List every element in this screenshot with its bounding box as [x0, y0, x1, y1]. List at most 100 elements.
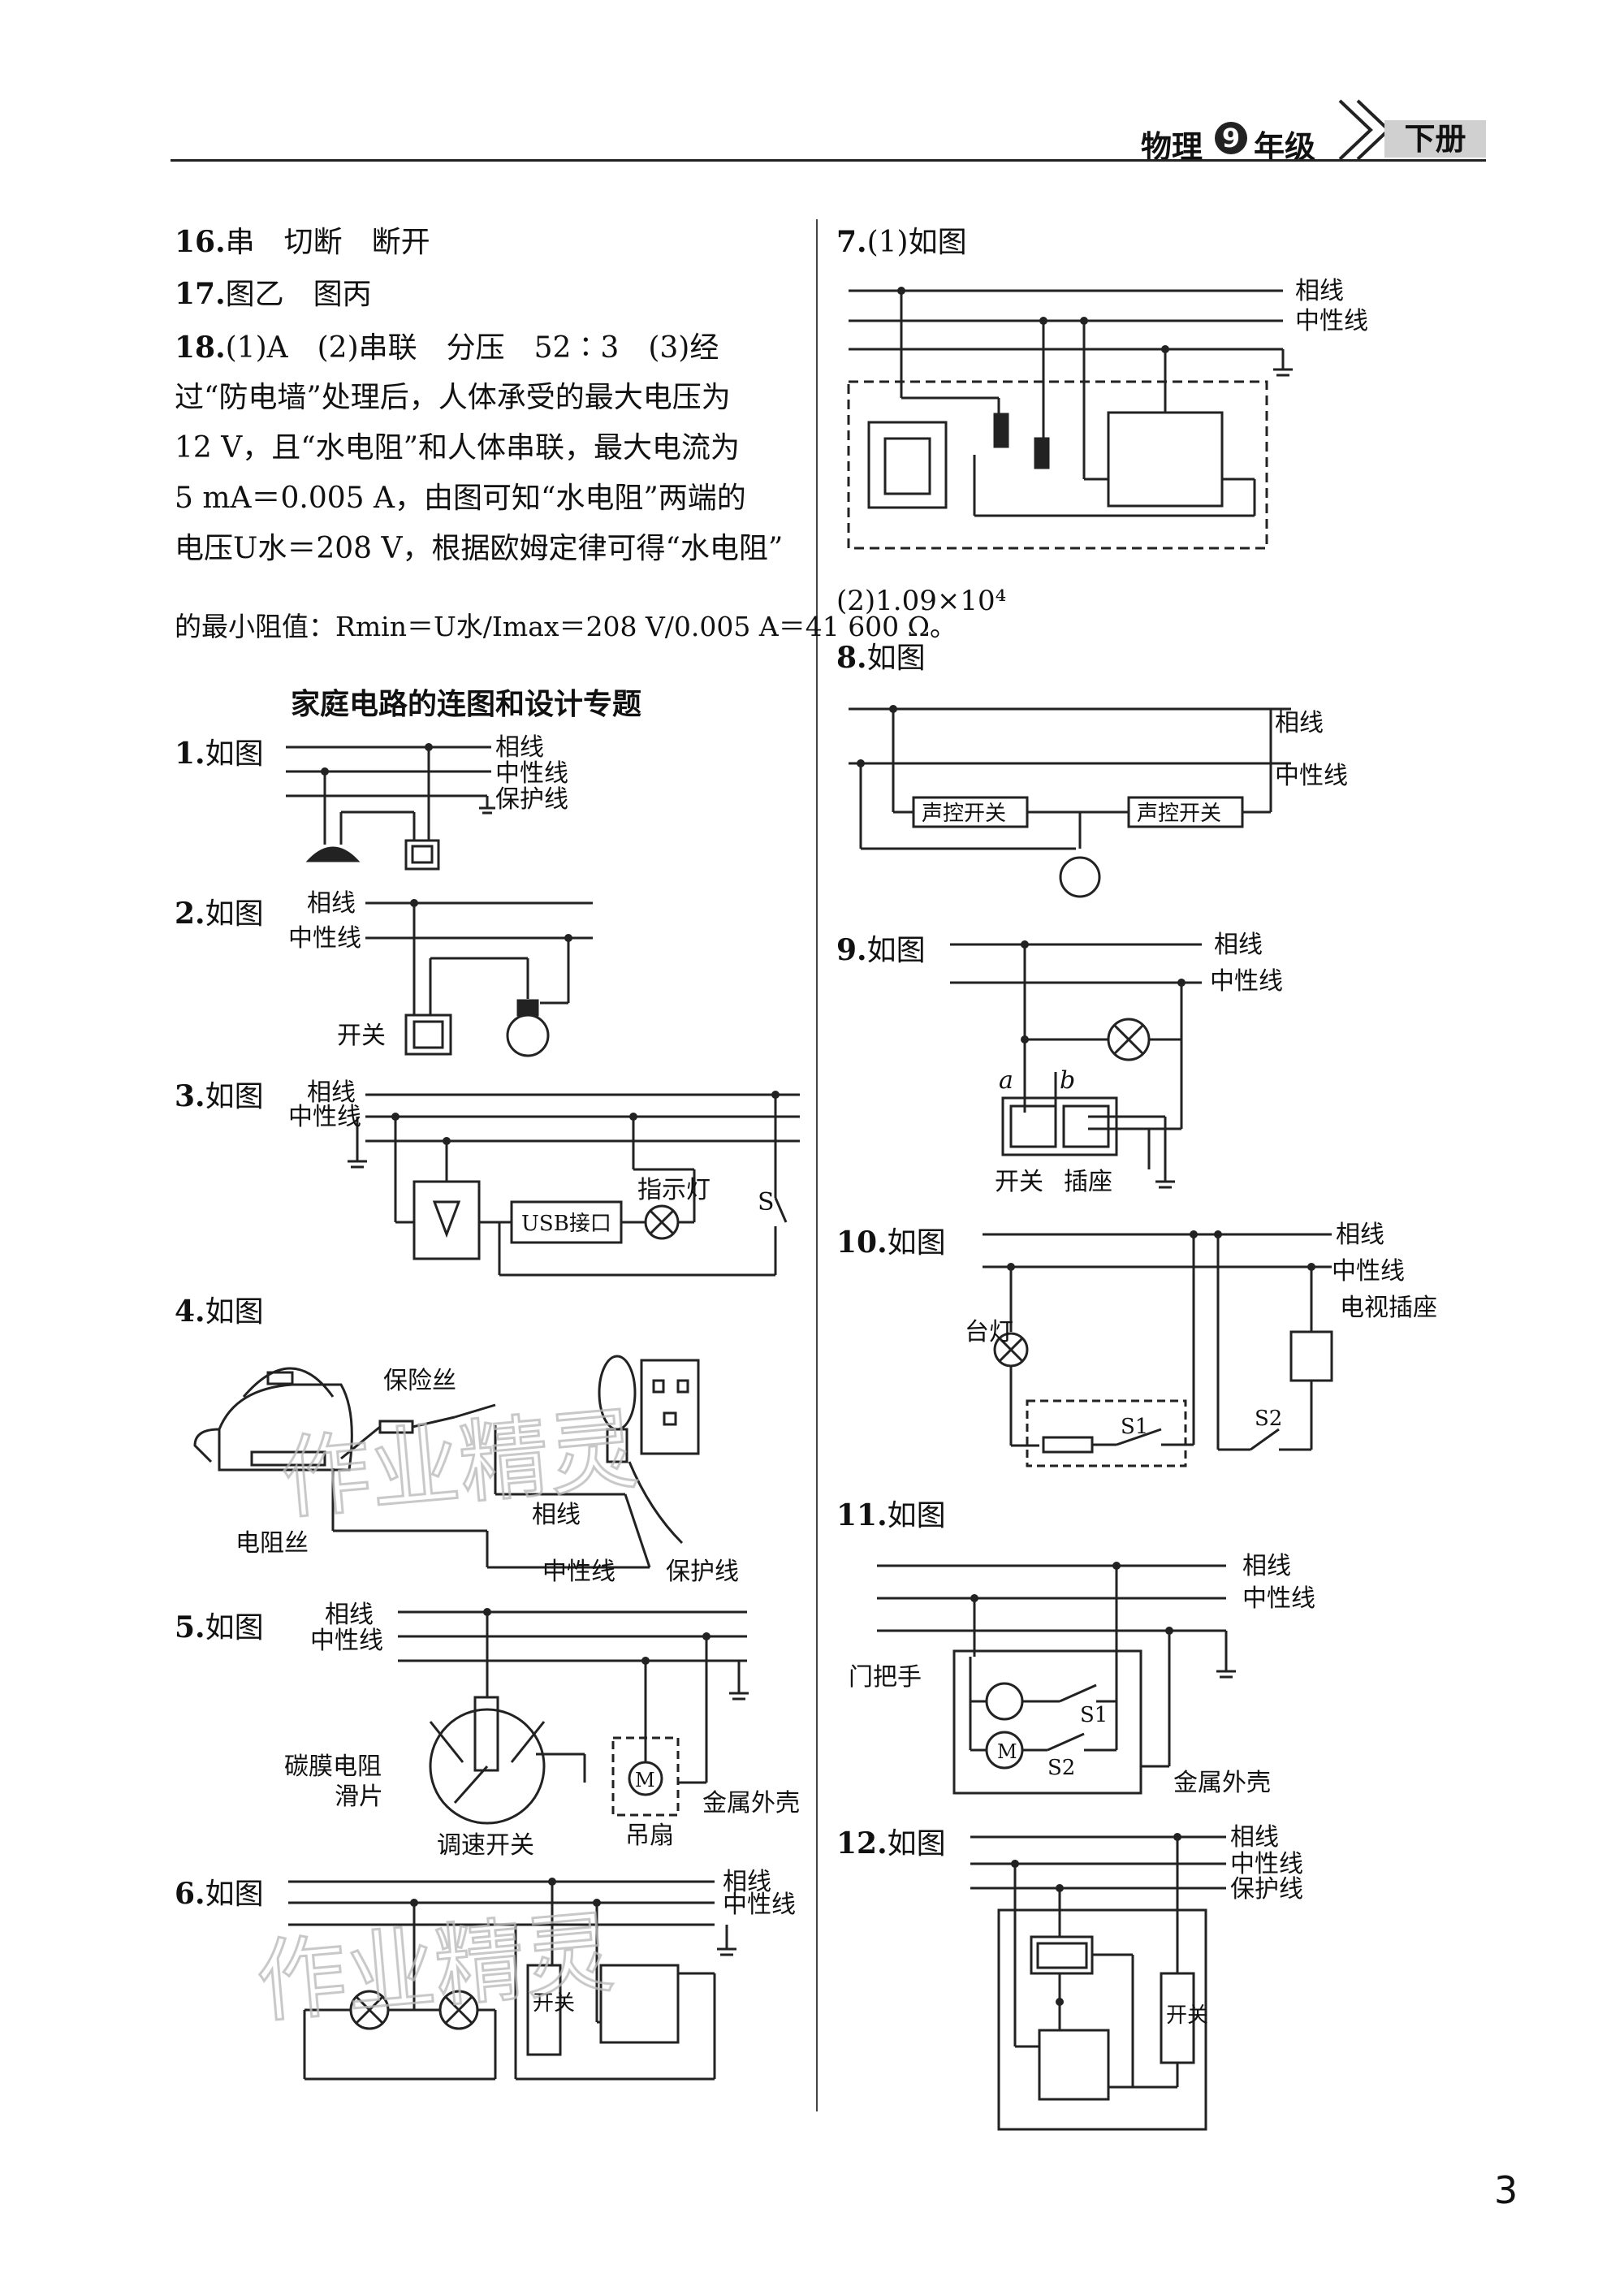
label-switch: 开关	[995, 1168, 1043, 1196]
item-text: 如图	[205, 1611, 264, 1645]
item-number: 3.	[175, 1079, 205, 1113]
label-carbon: 碳膜电阻	[284, 1753, 382, 1781]
label-neutral: 中性线	[1210, 967, 1283, 996]
label-slider: 滑片	[335, 1783, 383, 1811]
diagram-8	[849, 707, 1291, 898]
header-rule	[171, 159, 1486, 162]
label-indicator: 指示灯	[637, 1176, 710, 1204]
item-text: 如图	[205, 1080, 264, 1113]
item-9: 9.如图	[836, 934, 926, 967]
label-tv-socket: 电视插座	[1340, 1294, 1437, 1322]
diagram-7	[847, 289, 1293, 550]
diagram-11	[877, 1564, 1236, 1795]
answer-18-line5: 电压U水＝208 V，根据欧姆定律可得“水电阻”	[175, 532, 784, 565]
label-desk-lamp: 台灯	[965, 1318, 1013, 1346]
item-number: 8.	[836, 641, 867, 675]
label-live: 相线	[325, 1601, 374, 1629]
diagram-12	[970, 1835, 1226, 2131]
label-speed-switch: 调速开关	[437, 1831, 534, 1860]
item-5: 5.如图	[175, 1611, 264, 1645]
label-ground: 保护线	[495, 785, 568, 814]
label-neutral: 中性线	[1242, 1584, 1315, 1613]
answer-text: (1)A (2)串联 分压 52∶3 (3)经	[225, 331, 719, 365]
watermark: 作业精灵	[277, 1397, 641, 1532]
answer-18-line6: 的最小阻值：Rmin＝U水/Imax＝208 V/0.005 A＝41 600 …	[175, 611, 957, 642]
label-live: 相线	[307, 889, 356, 918]
item-10: 10.如图	[836, 1226, 946, 1260]
label-neutral: 中性线	[288, 924, 361, 953]
diagram-10	[983, 1233, 1333, 1467]
label-voice-switch: 声控开关	[922, 802, 1006, 826]
item-number: 11.	[836, 1498, 888, 1532]
answer-18-line3: 12 V，且“水电阻”和人体串联，最大电流为	[175, 431, 741, 465]
item-number: 4.	[175, 1294, 205, 1329]
item-text: 如图	[205, 1878, 264, 1911]
answer-16: 16.串 切断 断开	[175, 226, 430, 259]
item-number: 1.	[175, 737, 205, 771]
label-metal-case: 金属外壳	[1173, 1769, 1271, 1797]
label-neutral: 中性线	[310, 1627, 383, 1655]
label-neutral: 中性线	[1275, 762, 1348, 790]
label-fan: 吊扇	[625, 1822, 674, 1850]
label-neutral: 中性线	[723, 1891, 796, 1919]
diagram-1	[286, 746, 495, 871]
header-volume: 下册	[1384, 120, 1486, 158]
item-4: 4.如图	[175, 1295, 264, 1329]
diagram-2	[365, 901, 593, 1057]
diagram-6	[288, 1880, 736, 2081]
label-live: 相线	[1275, 709, 1324, 737]
label-live: 相线	[1230, 1823, 1279, 1852]
item-number: 12.	[836, 1826, 888, 1861]
label-fuse: 保险丝	[383, 1367, 456, 1395]
label-s: S	[758, 1188, 775, 1217]
item-11: 11.如图	[836, 1499, 946, 1532]
label-metal-case: 金属外壳	[702, 1789, 800, 1817]
answer-text: 串 切断 断开	[225, 226, 430, 259]
label-socket: 插座	[1064, 1168, 1112, 1196]
label-s1: S1	[1121, 1415, 1148, 1439]
item-text: 如图	[887, 1499, 946, 1532]
label-neutral: 中性线	[288, 1103, 361, 1131]
item-text: (1)如图	[866, 226, 967, 259]
label-m: M	[997, 1740, 1017, 1763]
answer-18-line1: 18.(1)A (2)串联 分压 52∶3 (3)经	[175, 331, 719, 365]
label-s2: S2	[1255, 1407, 1282, 1431]
item-text: 如图	[205, 897, 264, 931]
answer-number: 17.	[175, 277, 226, 311]
label-live: 相线	[1214, 931, 1263, 959]
item-number: 10.	[836, 1225, 888, 1260]
label-neutral: 中性线	[542, 1558, 615, 1586]
item-text: 如图	[866, 934, 926, 967]
answer-number: 18.	[175, 331, 226, 365]
label-live: 相线	[1295, 277, 1344, 305]
item-number: 9.	[836, 933, 867, 967]
label-live: 相线	[723, 1868, 771, 1896]
item-text: 如图	[205, 1295, 264, 1329]
diagram-3	[348, 1093, 800, 1277]
label-live: 相线	[1242, 1552, 1291, 1580]
item-number: 6.	[175, 1877, 205, 1911]
answer-17: 17.图乙 图丙	[175, 278, 372, 311]
label-heater: 电阻丝	[235, 1529, 309, 1558]
header-subject: 物理	[1141, 129, 1203, 165]
answer-7-2: (2)1.09×10⁴	[836, 585, 1007, 617]
label-live: 相线	[307, 1078, 356, 1107]
answer-number: 16.	[175, 225, 226, 259]
label-a: a	[999, 1066, 1013, 1095]
label-live: 相线	[495, 733, 544, 762]
item-number: 7.	[836, 225, 867, 259]
label-usb: USB接口	[521, 1212, 611, 1236]
answer-18-line4: 5 mA＝0.005 A，由图可知“水电阻”两端的	[175, 482, 746, 515]
label-neutral: 中性线	[1295, 307, 1368, 335]
label-ground: 保护线	[666, 1558, 739, 1586]
label-live: 相线	[1336, 1221, 1384, 1249]
label-live: 相线	[532, 1501, 581, 1529]
item-2: 2.如图	[175, 897, 264, 931]
item-text: 如图	[887, 1226, 946, 1260]
item-12: 12.如图	[836, 1827, 946, 1861]
label-switch: 开关	[533, 1991, 575, 2016]
item-1: 1.如图	[175, 737, 264, 771]
diagram-9	[950, 943, 1202, 1189]
item-6: 6.如图	[175, 1878, 264, 1911]
label-voice-switch: 声控开关	[1137, 802, 1221, 826]
